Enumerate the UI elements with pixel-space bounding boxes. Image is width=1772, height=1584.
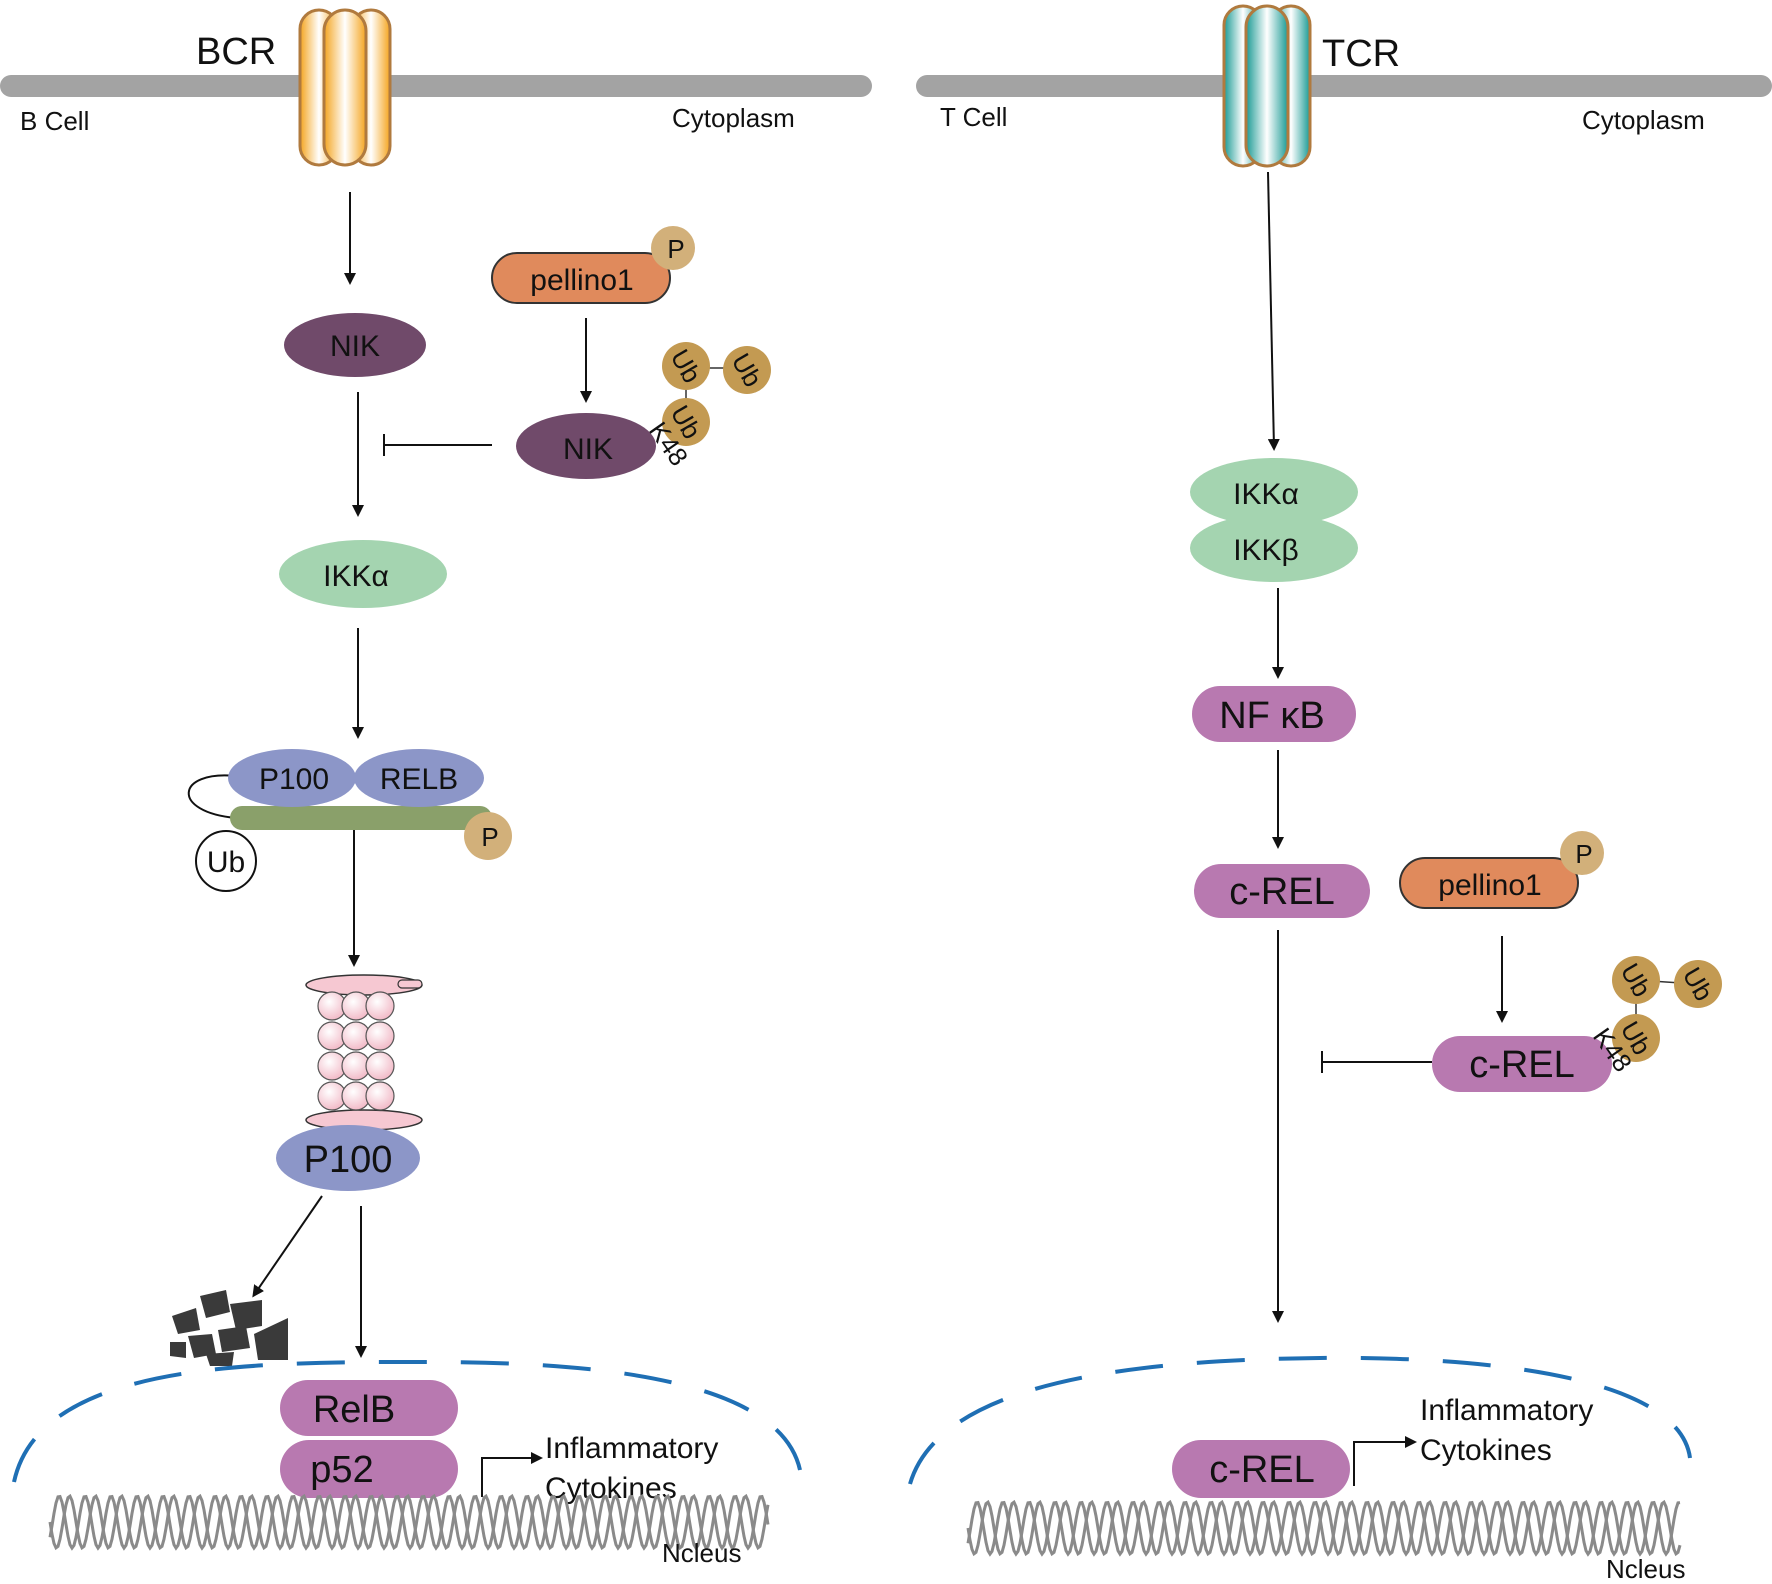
nik-ub-node — [516, 413, 656, 479]
t-cytoplasm-label: Cytoplasm — [1582, 105, 1705, 135]
p52-label: p52 — [310, 1449, 373, 1491]
crel-label: c-REL — [1229, 871, 1335, 913]
p52-node — [280, 1440, 458, 1498]
arrow-tcr-ikk — [1267, 171, 1280, 451]
pellino1-node-t — [1399, 857, 1579, 909]
dna-helix-b — [48, 1493, 770, 1551]
dna-helix-t — [966, 1499, 1682, 1557]
t-cell-panel: TCR T Cell Cytoplasm IKKα IKKβ NF κB c-R… — [908, 4, 1772, 1584]
arrow-p100-degradation — [252, 1195, 323, 1298]
nucleus-membrane-b — [12, 1359, 802, 1483]
relb-nuclear-label: RelB — [313, 1389, 395, 1431]
cytokines-line1-t: Inflammatory — [1420, 1394, 1593, 1427]
cytokines-line2-t: Cytokines — [1420, 1434, 1552, 1467]
relb-complex-node — [354, 749, 484, 807]
nik-label: NIK — [330, 330, 380, 363]
b-cell-membrane — [0, 75, 872, 97]
relb-nuclear-node — [280, 1380, 458, 1436]
ub-node-t2 — [1674, 960, 1722, 1008]
ikk-beta-node-t — [1190, 514, 1358, 582]
p100-node — [228, 749, 356, 807]
proteasome — [305, 974, 423, 1131]
degradation-fragments — [170, 1290, 288, 1366]
tcr-label: TCR — [1322, 33, 1400, 75]
ikk-alpha-label-b: IKKα — [323, 560, 389, 593]
nucleus-label-t: Ncleus — [1606, 1554, 1685, 1579]
ub-node-b1 — [662, 342, 710, 390]
nik-ub-label: NIK — [563, 433, 613, 466]
nfkb-node — [1192, 686, 1356, 742]
transcription-arrow-t — [1353, 1436, 1417, 1486]
b-cell-label: B Cell — [20, 106, 89, 136]
tcr-receptor — [1222, 4, 1312, 168]
t-cell-membrane — [916, 75, 1772, 97]
ikk-alpha-node-t — [1190, 458, 1358, 526]
ub-node-b2 — [723, 346, 771, 394]
crel-ub-label: c-REL — [1469, 1044, 1575, 1086]
b-cell-panel: BCR B Cell Cytoplasm NIK pellino1 P Ub U… — [0, 8, 872, 1568]
phospho-node-pellino-t — [1560, 831, 1604, 875]
phospho-label-pellino-t: P — [1575, 839, 1592, 869]
phospho-node-pellino-b — [651, 226, 695, 270]
phospho-node-complex — [464, 812, 512, 860]
nucleus-label-b: Ncleus — [662, 1538, 741, 1568]
cytokines-line1-b: Inflammatory — [545, 1432, 718, 1465]
pellino1-label-t: pellino1 — [1438, 869, 1541, 902]
p100-after-label: P100 — [304, 1139, 393, 1181]
crel-nuclear-node — [1172, 1440, 1350, 1498]
ikk-beta-label-t: IKKβ — [1233, 534, 1299, 567]
bcr-receptor — [298, 8, 392, 167]
nucleus-membrane-t — [908, 1355, 1692, 1485]
crel-ub-node — [1432, 1036, 1612, 1092]
pellino1-node-b — [491, 252, 671, 304]
t-cell-label: T Cell — [940, 102, 1007, 132]
phospho-label-pellino-b: P — [667, 234, 684, 264]
b-cytoplasm-label: Cytoplasm — [672, 103, 795, 133]
transcription-arrow-b — [481, 1452, 543, 1497]
ub-node-b3 — [662, 398, 710, 446]
ikk-alpha-label-t: IKKα — [1233, 478, 1299, 511]
ub-circle-label: Ub — [207, 846, 245, 879]
p100-label: P100 — [259, 763, 329, 796]
nfkb-label: NF κB — [1219, 695, 1325, 737]
relb-complex-label: RELB — [380, 763, 458, 796]
ub-node-t1 — [1612, 956, 1660, 1004]
bcr-label: BCR — [196, 31, 276, 73]
p100-after-node — [276, 1125, 420, 1191]
p100-loop — [187, 774, 237, 819]
crel-node — [1194, 864, 1370, 918]
relb-bar — [230, 806, 492, 830]
nik-node — [284, 313, 426, 377]
ub-node-t3 — [1612, 1014, 1660, 1062]
crel-nuclear-label: c-REL — [1209, 1449, 1315, 1491]
ub-circle-node — [195, 830, 257, 892]
phospho-label-complex: P — [481, 822, 498, 852]
ikk-alpha-node-b — [279, 540, 447, 608]
pellino1-label-b: pellino1 — [530, 264, 633, 297]
